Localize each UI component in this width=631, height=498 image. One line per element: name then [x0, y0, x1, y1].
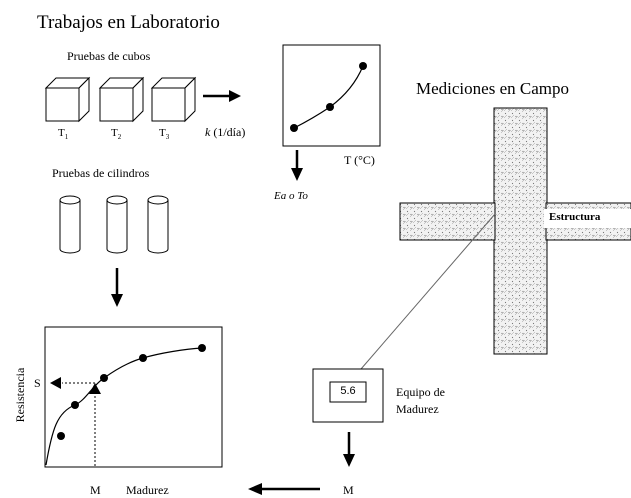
sensor-wire [360, 213, 496, 370]
cubes-label: Pruebas de cubos [67, 49, 151, 63]
maturity-meter-value: 5.6 [340, 385, 356, 397]
cylinder-2 [106, 195, 128, 254]
structure-column [493, 107, 548, 355]
cylinders-label: Pruebas de cilindros [52, 166, 150, 180]
strength-y-marker: S [34, 376, 41, 390]
arrow-right-icon [203, 90, 241, 102]
arrow-down-ea-icon [291, 150, 303, 181]
maturity-output-label: M [343, 483, 354, 497]
maturity-meter-label-line2: Madurez [396, 402, 439, 416]
strength-maturity-chart-frame [44, 326, 223, 468]
k-point-1 [290, 124, 298, 132]
k-temperature-chart-frame [282, 44, 381, 147]
cube-temp-3: T3 [159, 127, 170, 142]
k-axis-label: k (1/día) [205, 125, 246, 139]
cube-2 [98, 76, 145, 123]
arrow-up-icon [89, 383, 101, 394]
structure-label-background [544, 209, 631, 228]
temperature-axis-label: T (°C) [344, 153, 375, 167]
strength-chart-xlabel: Madurez [126, 483, 169, 497]
lab-title: Trabajos en Laboratorio [37, 12, 220, 33]
field-title: Mediciones en Campo [416, 79, 569, 98]
structure-beam-left [399, 202, 496, 241]
maturity-x-marker: M [90, 483, 101, 497]
strength-point-2 [71, 401, 79, 409]
cube-temp-2: T2 [111, 127, 122, 142]
maturity-meter-display [329, 381, 367, 403]
strength-point-1 [57, 432, 65, 440]
arrow-down-meter-icon [343, 432, 355, 467]
arrow-left-output-icon [248, 483, 320, 495]
arrow-down-cylinders-icon [111, 268, 123, 307]
cube-3 [150, 76, 197, 123]
cylinder-3 [147, 195, 169, 254]
arrow-left-icon [50, 377, 61, 389]
strength-point-5 [198, 344, 206, 352]
strength-point-4 [139, 354, 147, 362]
k-point-2 [326, 103, 334, 111]
strength-chart-ylabel: Resistencia [13, 367, 27, 423]
ea-label: Ea o To [274, 190, 308, 202]
cylinder-1 [59, 195, 81, 254]
cube-temp-1: T1 [58, 127, 69, 142]
cube-1 [44, 76, 91, 123]
maturity-meter-label-line1: Equipo de [396, 385, 445, 399]
k-point-3 [359, 62, 367, 70]
structure-label: Estructura [549, 211, 601, 223]
strength-point-3 [100, 374, 108, 382]
